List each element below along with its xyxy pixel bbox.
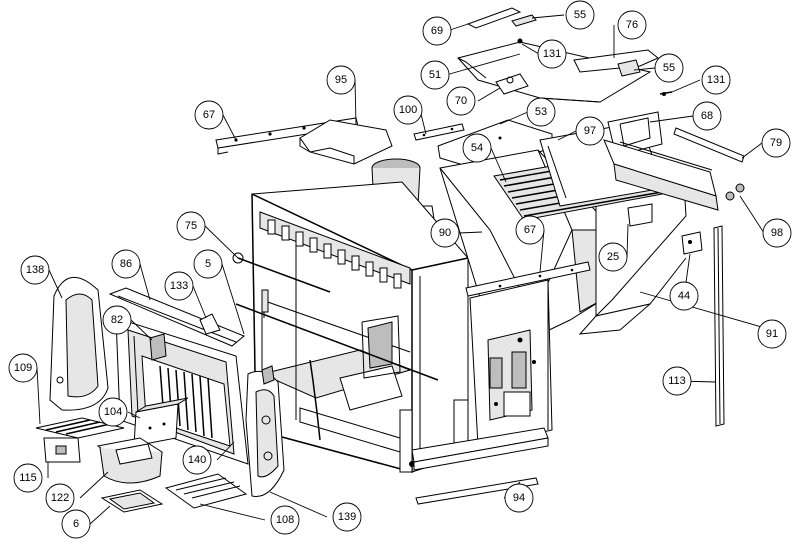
heat-exchanger-assembly bbox=[411, 111, 745, 505]
svg-text:75: 75 bbox=[185, 220, 197, 232]
svg-text:70: 70 bbox=[455, 95, 467, 107]
svg-text:91: 91 bbox=[766, 328, 778, 340]
callout-68: 68 bbox=[692, 101, 722, 131]
callout-138: 138 bbox=[20, 255, 50, 285]
main-firebox-body bbox=[251, 158, 469, 473]
callout-76: 76 bbox=[617, 10, 647, 40]
svg-text:25: 25 bbox=[607, 251, 619, 263]
callout-131: 131 bbox=[701, 65, 731, 95]
svg-text:98: 98 bbox=[771, 227, 783, 239]
callout-79: 79 bbox=[761, 128, 791, 158]
svg-text:95: 95 bbox=[335, 74, 347, 86]
svg-text:67: 67 bbox=[203, 109, 215, 121]
callout-115: 115 bbox=[13, 463, 43, 493]
svg-text:82: 82 bbox=[111, 314, 123, 326]
svg-text:76: 76 bbox=[626, 19, 638, 31]
callout-140: 140 bbox=[182, 445, 212, 475]
svg-text:6: 6 bbox=[73, 518, 79, 530]
callout-131: 131 bbox=[537, 39, 567, 69]
callout-97: 97 bbox=[575, 116, 605, 146]
callout-51: 51 bbox=[420, 60, 450, 90]
svg-text:115: 115 bbox=[19, 472, 37, 484]
callout-95: 95 bbox=[326, 65, 356, 95]
callout-54: 54 bbox=[462, 133, 492, 163]
callout-55: 55 bbox=[565, 0, 595, 30]
svg-text:131: 131 bbox=[543, 48, 561, 60]
callout-67: 67 bbox=[194, 100, 224, 130]
callout-139: 139 bbox=[332, 502, 362, 532]
svg-text:55: 55 bbox=[574, 9, 586, 21]
callout-90: 90 bbox=[430, 218, 460, 248]
leader-lines bbox=[36, 14, 787, 525]
svg-text:108: 108 bbox=[276, 514, 294, 526]
callout-100: 100 bbox=[393, 95, 423, 125]
callout-75: 75 bbox=[176, 211, 206, 241]
callout-86: 86 bbox=[111, 249, 141, 279]
svg-text:5: 5 bbox=[205, 258, 211, 270]
callout-70: 70 bbox=[446, 86, 476, 116]
svg-text:104: 104 bbox=[104, 406, 122, 418]
top-lid-parts bbox=[457, 7, 673, 103]
svg-text:140: 140 bbox=[188, 454, 206, 466]
callout-94: 94 bbox=[504, 483, 534, 513]
callout-69: 69 bbox=[422, 16, 452, 46]
svg-text:51: 51 bbox=[429, 69, 441, 81]
callout-133: 133 bbox=[164, 271, 194, 301]
svg-text:86: 86 bbox=[120, 258, 132, 270]
svg-text:113: 113 bbox=[668, 375, 686, 387]
callout-25: 25 bbox=[598, 242, 628, 272]
callout-122: 122 bbox=[45, 483, 75, 513]
callout-98: 98 bbox=[762, 218, 792, 248]
callout-5: 5 bbox=[193, 249, 223, 279]
svg-text:100: 100 bbox=[399, 104, 417, 116]
svg-text:139: 139 bbox=[338, 511, 356, 523]
front-door-assembly bbox=[35, 252, 439, 513]
svg-text:131: 131 bbox=[707, 74, 725, 86]
callout-109: 109 bbox=[8, 353, 38, 383]
callout-55: 55 bbox=[654, 53, 684, 83]
callout-group: 69 55 76 131 51 55 95 70 131 67 100 53 6… bbox=[8, 0, 792, 539]
svg-text:69: 69 bbox=[431, 25, 443, 37]
callout-6: 6 bbox=[61, 509, 91, 539]
svg-text:94: 94 bbox=[513, 492, 525, 504]
callout-104: 104 bbox=[98, 397, 128, 427]
callout-53: 53 bbox=[526, 97, 556, 127]
svg-text:109: 109 bbox=[14, 362, 32, 374]
svg-text:90: 90 bbox=[439, 227, 451, 239]
door-louvers bbox=[159, 365, 213, 439]
svg-text:133: 133 bbox=[170, 280, 188, 292]
callout-113: 113 bbox=[662, 366, 692, 396]
svg-text:54: 54 bbox=[471, 142, 483, 154]
svg-text:53: 53 bbox=[535, 106, 547, 118]
svg-text:68: 68 bbox=[701, 110, 713, 122]
svg-text:138: 138 bbox=[26, 264, 44, 276]
svg-text:97: 97 bbox=[584, 125, 596, 137]
callout-67: 67 bbox=[515, 215, 545, 245]
callout-91: 91 bbox=[757, 319, 787, 349]
svg-text:44: 44 bbox=[678, 290, 690, 302]
svg-text:79: 79 bbox=[770, 137, 782, 149]
svg-text:55: 55 bbox=[663, 62, 675, 74]
upper-left-brackets bbox=[215, 117, 465, 165]
callout-44: 44 bbox=[669, 281, 699, 311]
svg-text:122: 122 bbox=[51, 492, 69, 504]
callout-82: 82 bbox=[102, 305, 132, 335]
svg-text:67: 67 bbox=[524, 224, 536, 236]
callout-108: 108 bbox=[270, 505, 300, 535]
